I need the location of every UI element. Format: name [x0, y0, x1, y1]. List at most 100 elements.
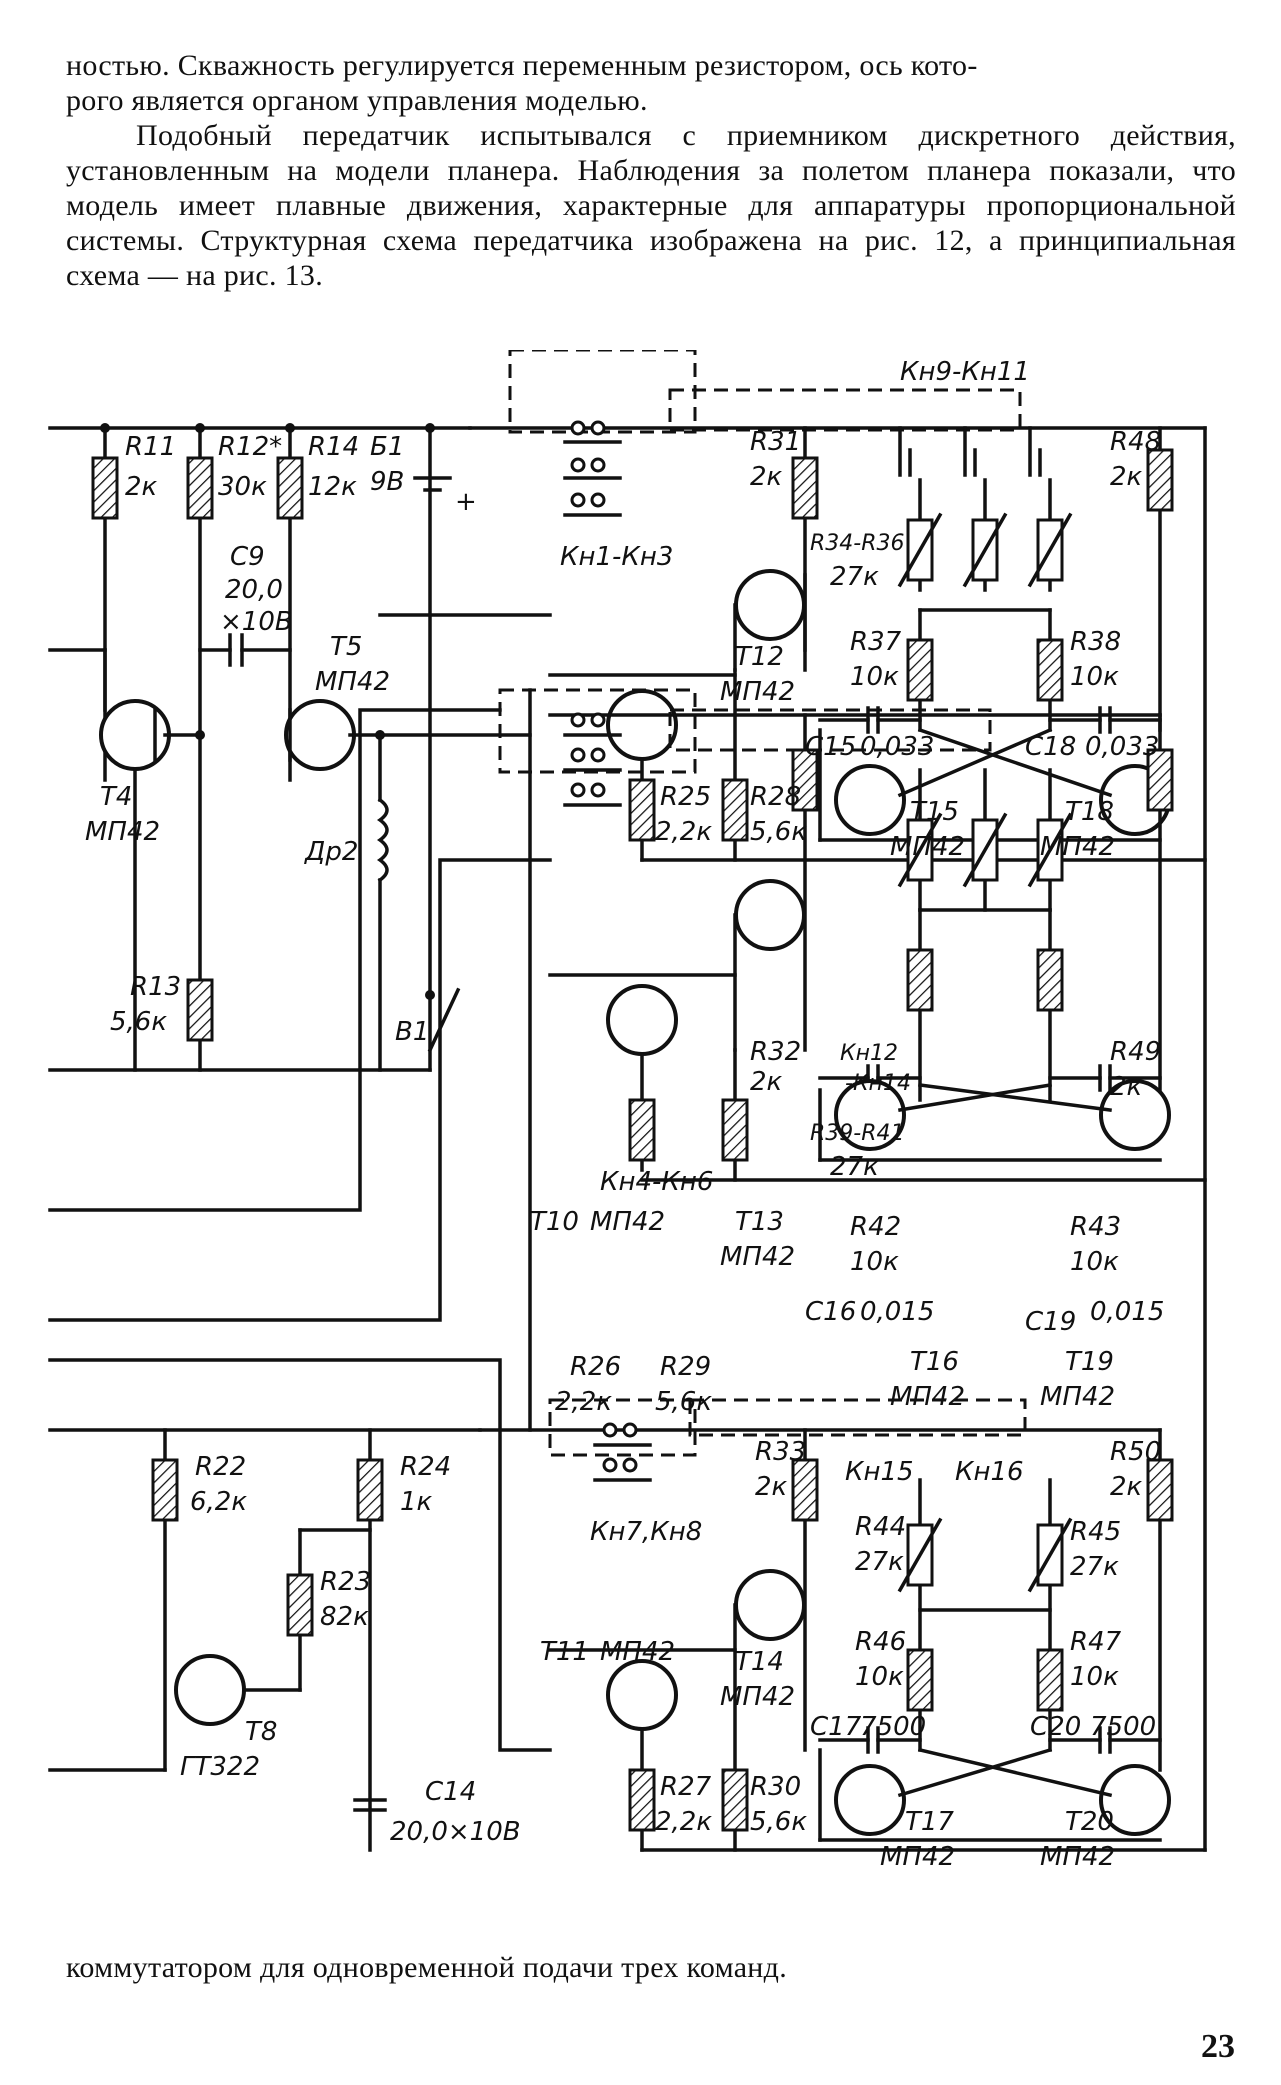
label-b1: Б1 [370, 432, 404, 462]
label-r29: R29 [660, 1352, 711, 1382]
label-r22: R22 [195, 1452, 246, 1482]
label-t16-value: МП42 [890, 1382, 965, 1412]
label-r13: R13 [130, 972, 181, 1002]
label-t14-value: МП42 [720, 1682, 795, 1712]
label-t19: Т19 [1065, 1347, 1114, 1377]
label-t13: Т13 [735, 1207, 784, 1237]
label-r29-value: 5,6к [655, 1387, 712, 1417]
schematic-labels: R11 2к R12* 30к R14 12к Б1 9В + С9 20,0 … [85, 357, 1164, 1872]
label-r34-value: 27к [830, 562, 879, 592]
label-r28-value: 5,6к [750, 817, 807, 847]
transistor-t17 [834, 1764, 906, 1836]
label-t20: Т20 [1065, 1807, 1114, 1837]
label-r27-value: 2,2к [655, 1807, 712, 1837]
inductor-dr2 [376, 797, 389, 883]
label-r39: R39-R41 [810, 1121, 905, 1146]
label-r11: R11 [125, 432, 176, 462]
transistor-t11 [606, 1659, 678, 1731]
label-r37-value: 10к [850, 662, 899, 692]
label-kn4-kn6: Кн4-Кн6 [600, 1167, 713, 1197]
transistor-t20 [1099, 1764, 1171, 1836]
label-t14: Т14 [735, 1647, 784, 1677]
label-r50: R50 [1110, 1437, 1161, 1467]
label-plus: + [455, 487, 477, 517]
text-line-2: рого является органом управления моделью… [66, 84, 648, 117]
label-r44: R44 [855, 1512, 906, 1542]
label-r43: R43 [1070, 1212, 1121, 1242]
channel-3 [48, 1398, 1174, 1852]
label-r33: R33 [755, 1437, 806, 1467]
transistor-t19 [1099, 1079, 1171, 1151]
label-r46-value: 10к [855, 1662, 904, 1692]
label-c20-value: 7500 [1090, 1712, 1156, 1742]
transistor-t10 [606, 984, 678, 1056]
power-rails [48, 426, 1207, 1852]
transistor-t16 [834, 1079, 906, 1151]
label-r25-value: 2,2к [655, 817, 712, 847]
label-r26: R26 [570, 1352, 621, 1382]
label-r13-value: 5,6к [110, 1007, 167, 1037]
label-r42-value: 10к [850, 1247, 899, 1277]
label-t5-value: МП42 [315, 667, 390, 697]
circuit-schematic: R11 2к R12* 30к R14 12к Б1 9В + С9 20,0 … [48, 350, 1207, 1872]
label-r24: R24 [400, 1452, 451, 1482]
label-r45-value: 27к [1070, 1552, 1119, 1582]
label-r49-value: 2к [1110, 1072, 1143, 1102]
label-t13-value: МП42 [720, 1242, 795, 1272]
label-c18-value: 0,033 [1085, 732, 1159, 762]
label-r46: R46 [855, 1627, 906, 1657]
label-c17-value: 7500 [860, 1712, 926, 1742]
label-r34: R34-R36 [810, 531, 905, 556]
label-r50-value: 2к [1110, 1472, 1143, 1502]
label-r43-value: 10к [1070, 1247, 1119, 1277]
label-r11-value: 2к [125, 472, 158, 502]
text-line-1: ностью. Скважность регулируется переменн… [66, 49, 978, 82]
label-kn1-kn3: Кн1-Кн3 [560, 542, 673, 572]
label-t11-value: МП42 [600, 1637, 675, 1667]
label-t15: Т15 [910, 797, 959, 827]
label-r47-value: 10к [1070, 1662, 1119, 1692]
label-r45: R45 [1070, 1517, 1121, 1547]
channel-1 [468, 350, 1207, 862]
transistor-t5 [284, 699, 356, 771]
resistor-r44 [906, 1523, 934, 1587]
label-v1: В1 [395, 1017, 429, 1047]
transistor-t9 [606, 689, 678, 761]
label-r37: R37 [850, 627, 902, 657]
label-kn12: Кн12 [840, 1041, 898, 1066]
label-r48: R48 [1110, 427, 1161, 457]
label-r32-value: 2к [750, 1067, 783, 1097]
label-r12: R12* [218, 432, 282, 462]
label-c18: С18 [1025, 732, 1076, 762]
label-r33-value: 2к [755, 1472, 788, 1502]
label-t17-value: МП42 [880, 1842, 955, 1872]
label-t8-value: ГТ322 [180, 1752, 260, 1782]
label-c17: С17 [810, 1712, 862, 1742]
label-kn7-kn8: Кн7,Кн8 [590, 1517, 702, 1547]
label-r25: R25 [660, 782, 711, 812]
label-r38-value: 10к [1070, 662, 1119, 692]
label-r38: R38 [1070, 627, 1121, 657]
label-t4: Т4 [100, 782, 132, 812]
label-r12-value: 30к [218, 472, 267, 502]
page-number: 23 [1201, 2028, 1235, 2065]
label-kn9-kn11: Кн9-Кн11 [900, 357, 1030, 387]
label-r14: R14 [308, 432, 359, 462]
label-t5: Т5 [330, 632, 362, 662]
label-r44-value: 27к [855, 1547, 904, 1577]
label-r39-value: 27к [830, 1152, 879, 1182]
label-r42: R42 [850, 1212, 901, 1242]
transistor-t4 [99, 699, 171, 771]
label-t10: Т10 [530, 1207, 579, 1237]
label-c14-value: 20,0×10В [390, 1817, 521, 1847]
transistor-t15 [834, 764, 906, 836]
top-text-block: ностью. Скважность регулируется переменн… [66, 48, 1236, 293]
transistor-t14 [734, 1569, 806, 1641]
label-c19-value: 0,015 [1090, 1297, 1164, 1327]
label-c16: С16 [805, 1297, 856, 1327]
label-t10-value: МП42 [590, 1207, 665, 1237]
label-r23: R23 [320, 1567, 371, 1597]
left-section [48, 423, 532, 1072]
bottom-line: коммутатором для одновременной подачи тр… [66, 1951, 788, 1984]
label-r14-value: 12к [308, 472, 357, 502]
